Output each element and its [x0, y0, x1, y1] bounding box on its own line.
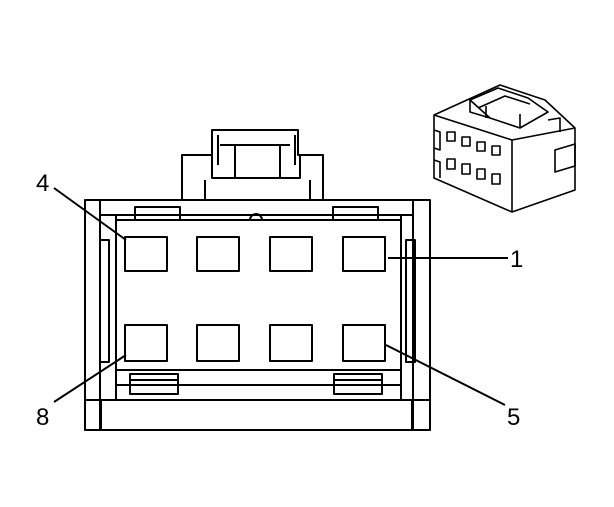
cavity-pin-8 — [124, 324, 168, 362]
pin-label-5: 5 — [507, 404, 520, 431]
leader-line-pin-4 — [53, 187, 127, 241]
bottom-latch-left — [129, 373, 179, 395]
pin-label-1: 1 — [510, 246, 523, 273]
leader-line-pin-5 — [385, 344, 506, 406]
pin-label-8: 8 — [36, 404, 49, 431]
cavity-pin-4 — [124, 236, 168, 272]
connector-face — [84, 129, 431, 431]
cavity-pin-3 — [196, 236, 240, 272]
connector-housing-outline — [84, 199, 431, 431]
left-side-rail — [99, 239, 110, 363]
cavity-pin-2 — [269, 236, 313, 272]
leader-line-pin-8 — [53, 354, 127, 403]
cavity-pin-1 — [342, 236, 386, 272]
locking-tab — [181, 129, 324, 200]
right-side-rail — [405, 239, 416, 363]
connector-isometric-view — [433, 84, 576, 213]
cavity-face — [115, 219, 402, 371]
cavity-pin-6 — [269, 324, 313, 362]
bottom-latch-right — [333, 373, 383, 395]
cavity-pin-5 — [342, 324, 386, 362]
cavity-pin-7 — [196, 324, 240, 362]
pin-label-4: 4 — [36, 170, 49, 197]
